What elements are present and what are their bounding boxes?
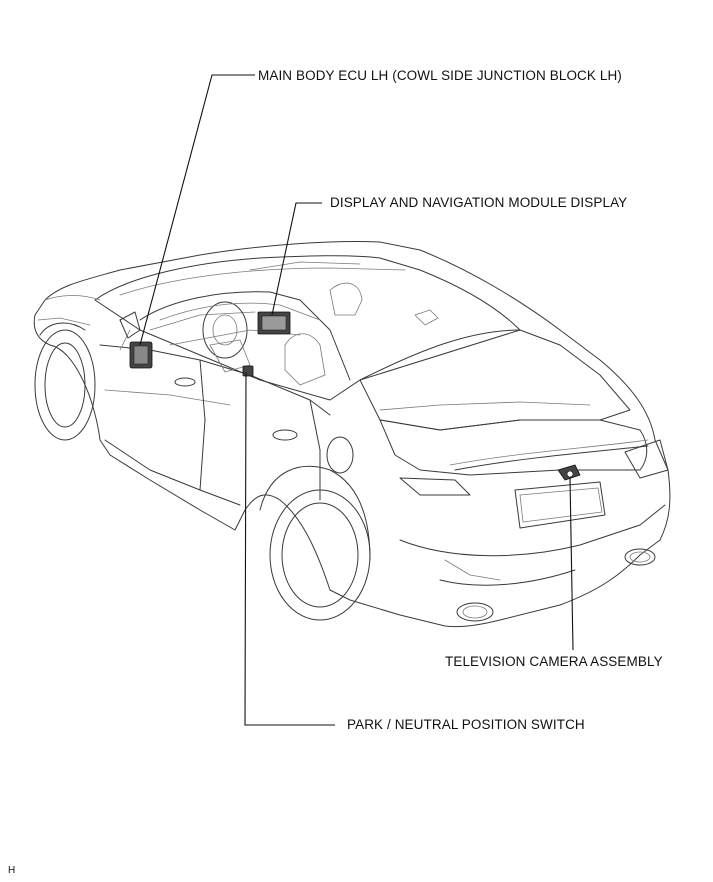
corner-mark: H [8, 865, 15, 876]
callout-display-nav: DISPLAY AND NAVIGATION MODULE DISPLAY [330, 195, 627, 210]
leader-main-body-ecu [139, 74, 255, 346]
tv-camera-part [557, 464, 581, 481]
front-wheel [34, 322, 96, 441]
callout-park-neutral: PARK / NEUTRAL POSITION SWITCH [347, 717, 585, 732]
side-mirror [119, 311, 141, 339]
rear-wheel [259, 465, 371, 621]
license-plate-area [514, 481, 606, 529]
display-nav-module-part [257, 311, 291, 335]
car-body-outline [33, 241, 671, 628]
callout-tv-camera: TELEVISION CAMERA ASSEMBLY [445, 654, 663, 669]
callout-main-body-ecu: MAIN BODY ECU LH (COWL SIDE JUNCTION BLO… [258, 68, 622, 83]
car-illustration [33, 241, 671, 628]
leader-park-neutral [244, 371, 335, 726]
main-body-ecu-part [129, 341, 153, 369]
steering-wheel [202, 301, 248, 359]
car-roof [94, 255, 521, 401]
leader-tv-camera [569, 477, 574, 651]
leader-display-nav [271, 202, 322, 316]
park-neutral-switch-part [242, 365, 254, 377]
